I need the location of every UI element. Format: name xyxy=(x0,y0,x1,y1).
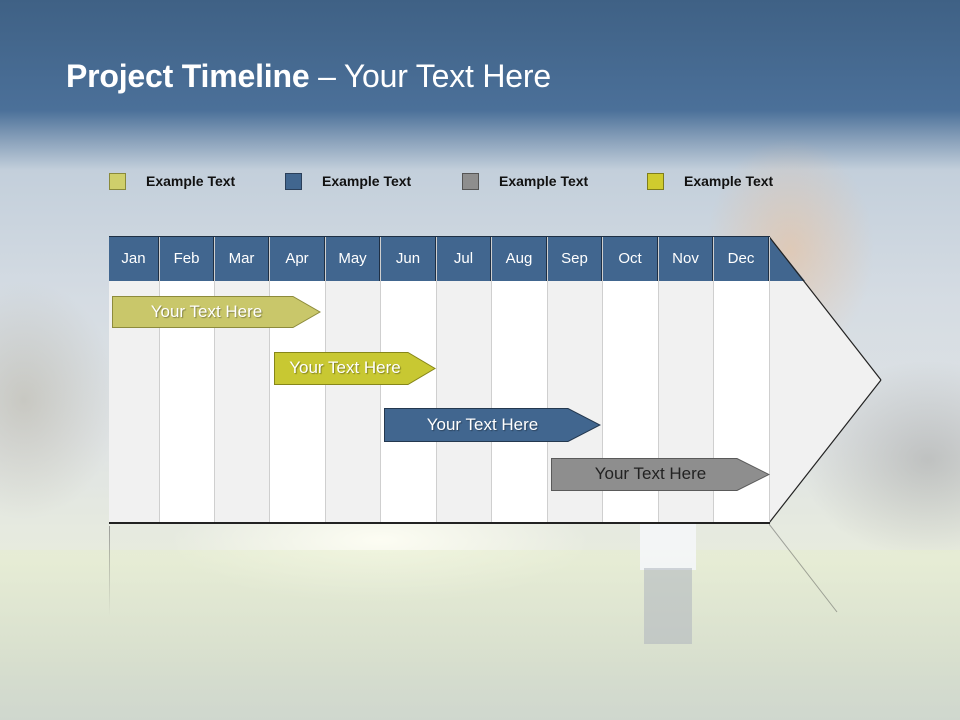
slide-title: Project Timeline – Your Text Here xyxy=(66,58,551,95)
arrow-shape xyxy=(551,458,770,491)
chart-top-border xyxy=(109,236,770,237)
month-column-jul: Jul xyxy=(437,236,492,523)
arrow-shape xyxy=(384,408,601,442)
legend-swatch-blue xyxy=(285,172,302,190)
legend-item-3: Example Text xyxy=(462,171,588,191)
title-rest: – Your Text Here xyxy=(309,58,551,94)
chart-reflection-arrow xyxy=(769,524,838,613)
month-column-mar: Mar xyxy=(215,236,270,523)
grass-field xyxy=(0,550,960,720)
task-bar-2[interactable]: Your Text Here xyxy=(274,352,436,385)
month-column-feb: Feb xyxy=(160,236,215,523)
task-bar-1[interactable]: Your Text Here xyxy=(112,296,321,328)
legend-swatch-gray xyxy=(462,172,479,190)
month-header: Jun xyxy=(381,236,436,281)
task-label: Your Text Here xyxy=(289,358,401,377)
month-header: Sep xyxy=(548,236,602,281)
timeline-arrowhead xyxy=(769,236,882,524)
legend-label: Example Text xyxy=(322,173,412,189)
month-header: Feb xyxy=(160,236,214,281)
arrow-shape xyxy=(274,352,436,385)
legend-label: Example Text xyxy=(684,173,774,189)
month-header: Aug xyxy=(492,236,547,281)
chart-reflection-left xyxy=(109,526,110,616)
month-column-jan: Jan xyxy=(109,236,160,523)
task-label: Your Text Here xyxy=(426,415,539,434)
month-header: Mar xyxy=(215,236,269,281)
legend-item-1: Example Text xyxy=(109,171,235,191)
task-label: Your Text Here xyxy=(594,464,707,483)
month-header: Jan xyxy=(109,236,159,281)
month-header: Apr xyxy=(270,236,325,281)
legend-item-4: Example Text xyxy=(647,171,773,191)
legend-label: Example Text xyxy=(499,173,589,189)
legend-swatch-olive xyxy=(109,172,126,190)
clouds-left xyxy=(0,280,120,520)
task-bar-4[interactable]: Your Text Here xyxy=(551,458,770,491)
month-header: May xyxy=(326,236,380,281)
month-header: Dec xyxy=(714,236,769,281)
legend-item-2: Example Text xyxy=(285,171,411,191)
arrow-shape xyxy=(112,296,321,328)
person-shirt xyxy=(640,520,696,570)
person-silhouette xyxy=(640,520,696,644)
task-label: Your Text Here xyxy=(150,302,263,321)
person-pants xyxy=(644,568,692,644)
legend-swatch-yellow xyxy=(647,172,664,190)
month-header: Oct xyxy=(603,236,658,281)
title-bold: Project Timeline xyxy=(66,58,310,94)
legend-label: Example Text xyxy=(146,173,236,189)
task-bar-3[interactable]: Your Text Here xyxy=(384,408,601,442)
chart-bottom-border xyxy=(109,522,770,524)
month-header: Nov xyxy=(659,236,713,281)
month-column-aug: Aug xyxy=(492,236,548,523)
month-header: Jul xyxy=(437,236,491,281)
